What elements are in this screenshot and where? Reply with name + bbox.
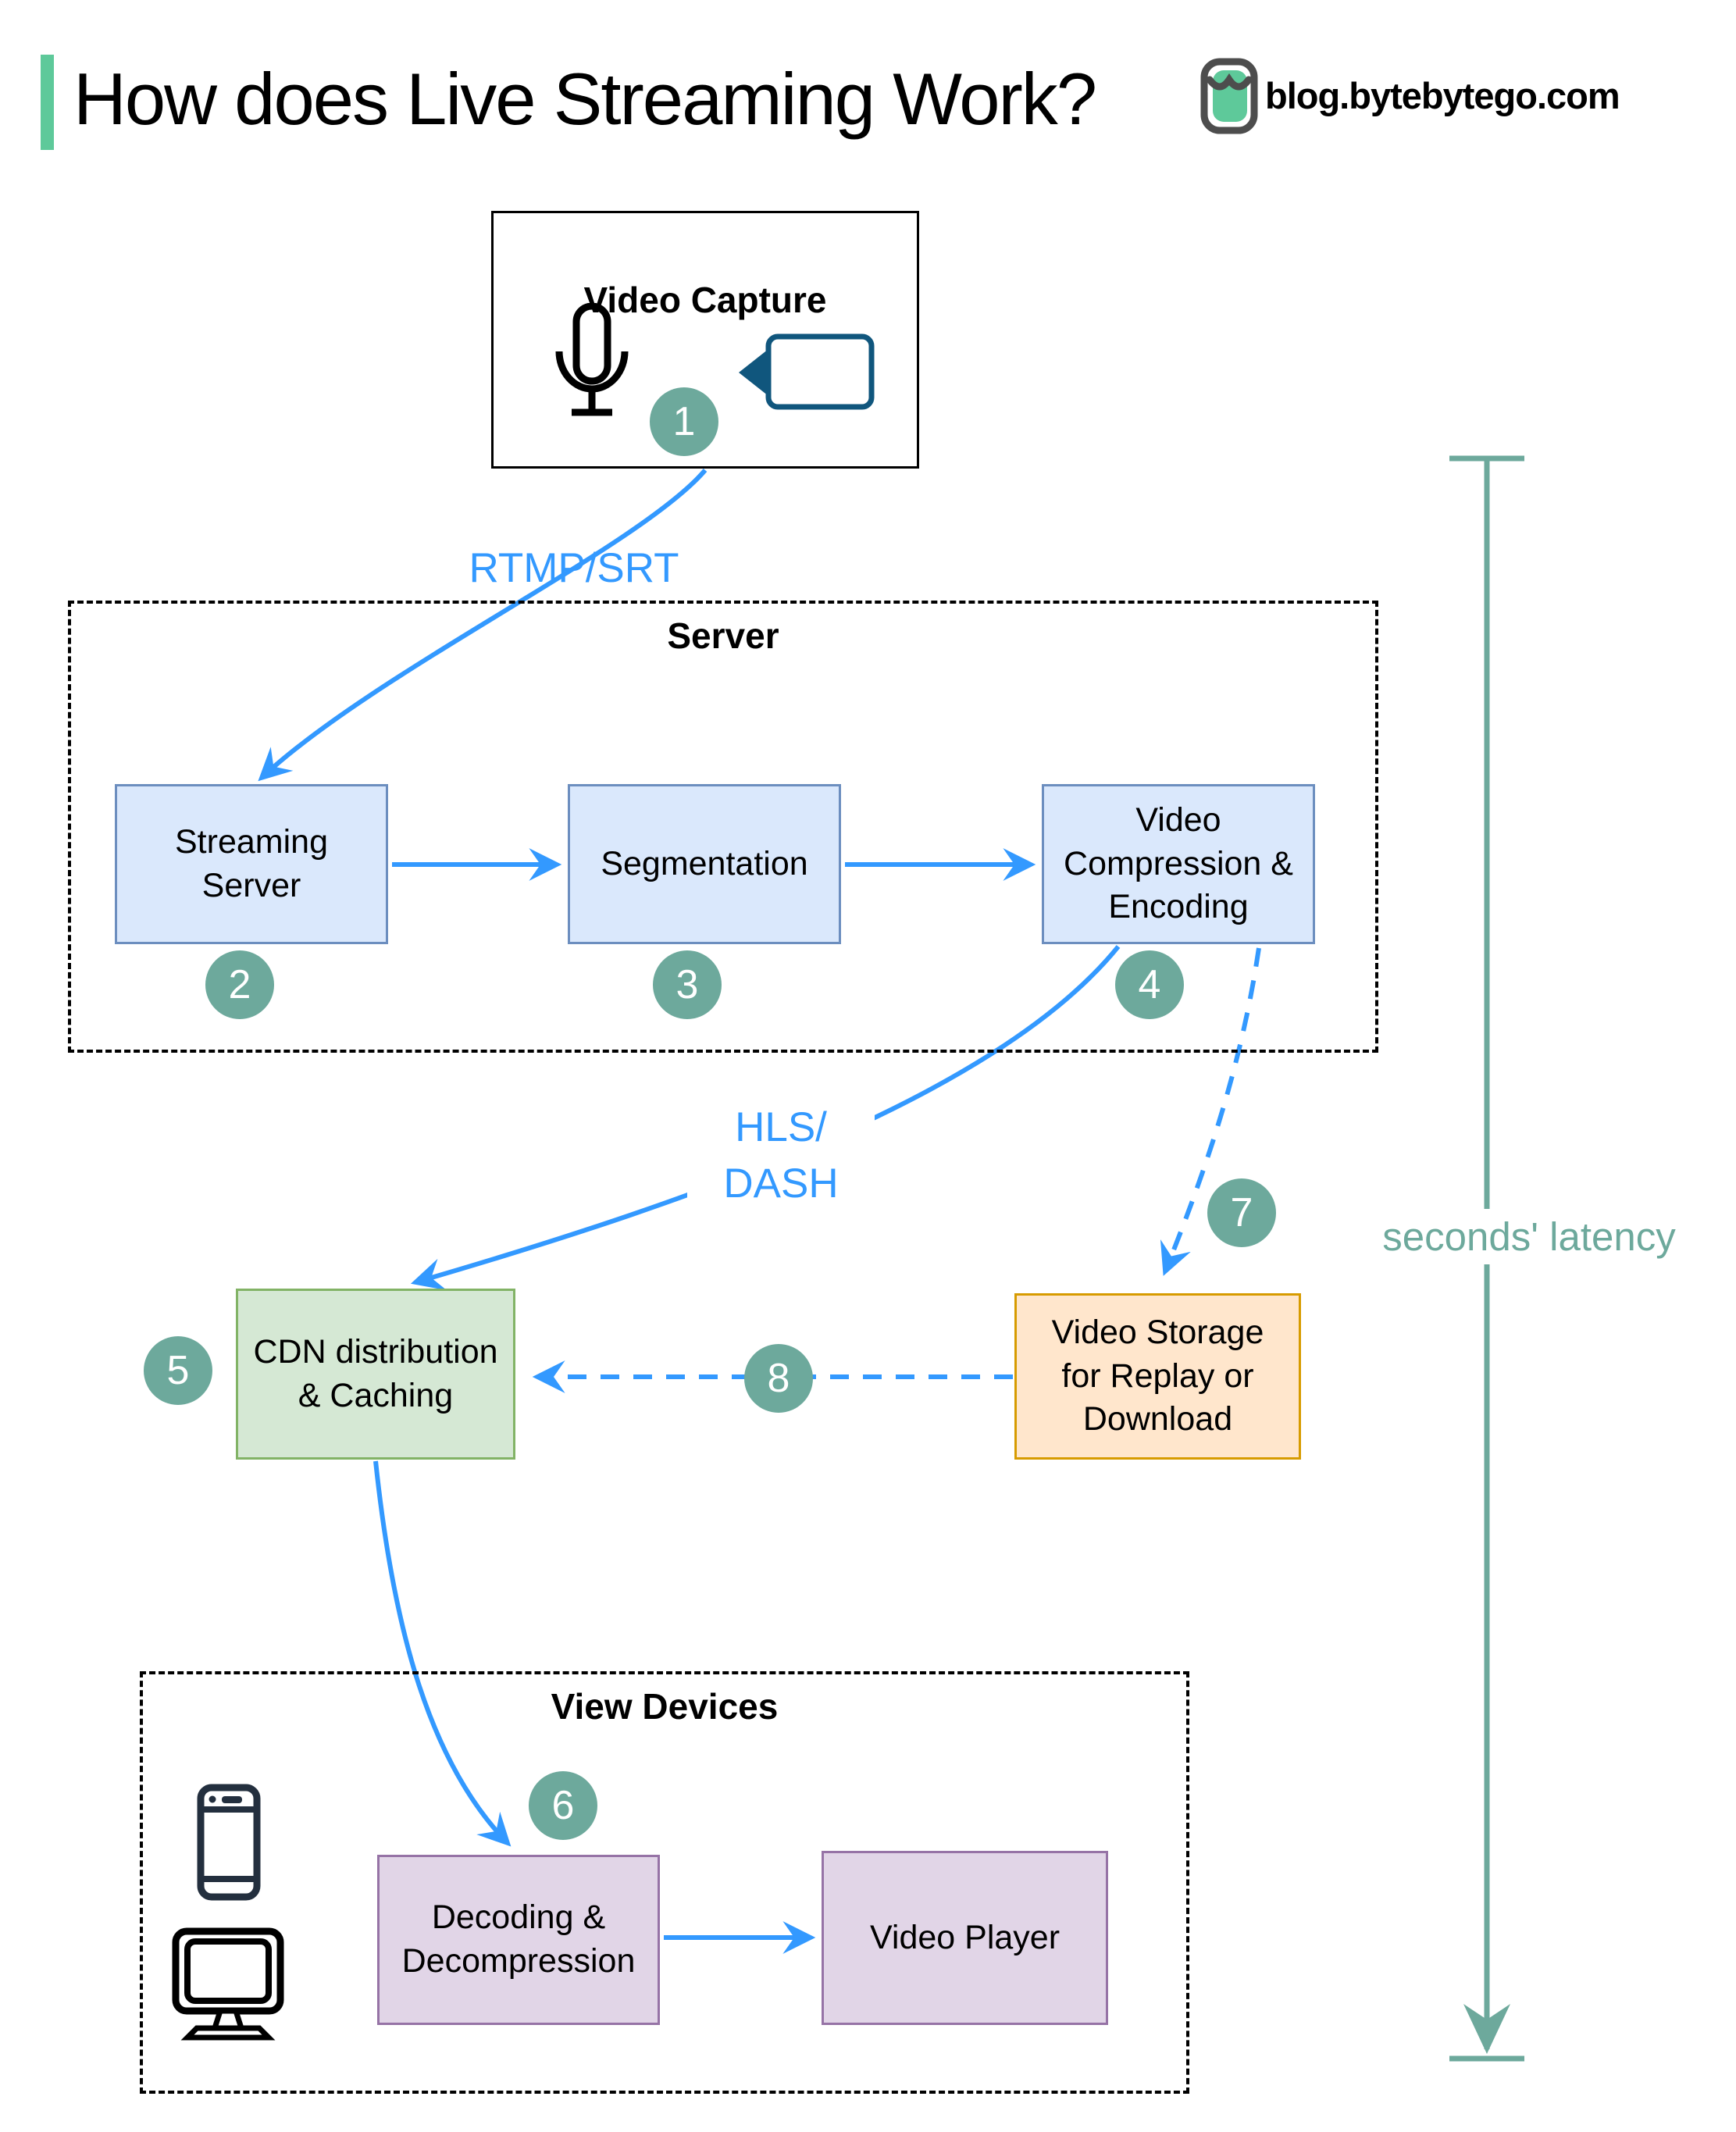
view-devices-label: View Devices	[551, 1686, 779, 1727]
step-badge-6: 6	[529, 1771, 597, 1840]
step-badge-8: 8	[744, 1344, 813, 1413]
edge-cdn-to-decoding	[373, 1460, 512, 1847]
step-badge-7: 7	[1207, 1178, 1276, 1247]
step-badge-1: 1	[650, 387, 718, 456]
latency-label: seconds' latency	[1368, 1209, 1690, 1264]
microphone-icon	[555, 303, 629, 416]
node-decoding: Decoding & Decompression	[377, 1855, 660, 2025]
video-capture-label: Video Capture	[583, 279, 827, 320]
ingest-protocol-label: RTMP/SRT	[469, 545, 679, 591]
site-url: blog.bytebytego.com	[1265, 74, 1620, 116]
node-segmentation: Segmentation	[568, 784, 841, 944]
server-container-label: Server	[667, 615, 779, 656]
step-badge-2: 2	[205, 950, 274, 1019]
server-container: Server	[68, 601, 1378, 1053]
step-badge-4: 4	[1115, 950, 1184, 1019]
view-devices-container: View Devices	[140, 1671, 1189, 2094]
page-title: How does Live Streaming Work?	[73, 58, 1097, 140]
title-accent-bar	[41, 55, 54, 150]
video-camera-icon	[739, 333, 875, 410]
smartphone-icon	[197, 1784, 261, 1901]
node-video-player: Video Player	[822, 1851, 1108, 2025]
edge-capture-to-streaming	[258, 469, 708, 782]
node-cdn: CDN distribution & Caching	[236, 1289, 515, 1460]
node-video-compression: Video Compression & Encoding	[1042, 784, 1315, 944]
desktop-monitor-icon	[172, 1927, 284, 2041]
delivery-protocol-label: HLS/ DASH	[687, 1100, 875, 1212]
node-streaming-server: Streaming Server	[115, 784, 388, 944]
bytebytego-logo	[1200, 58, 1258, 134]
step-badge-5: 5	[144, 1336, 212, 1405]
node-video-storage: Video Storage for Replay or Download	[1014, 1293, 1301, 1460]
latency-arrowhead	[1463, 2004, 1510, 2054]
step-badge-3: 3	[653, 950, 722, 1019]
bytebytego-logo-icon	[1200, 58, 1258, 134]
edge-compression-to-storage	[1160, 947, 1261, 1276]
